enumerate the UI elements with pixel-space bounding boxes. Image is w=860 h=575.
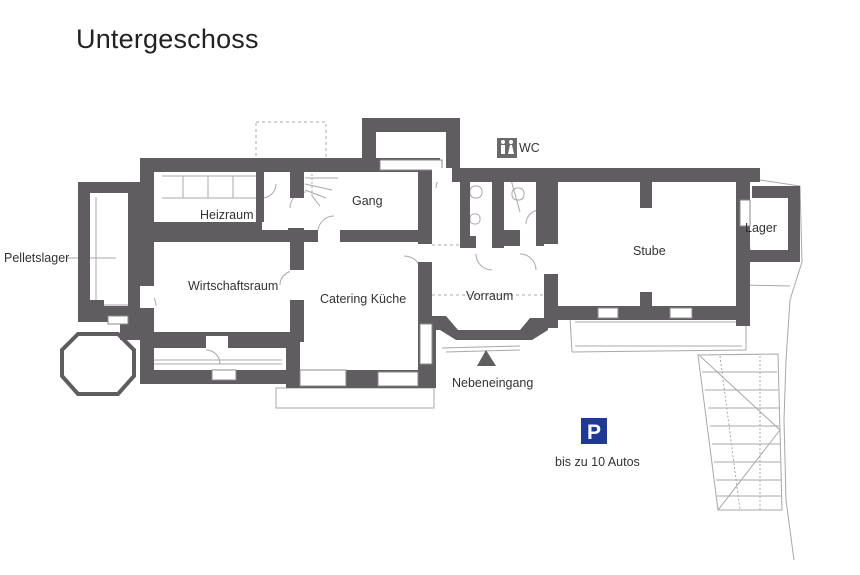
room-label-wirtschaftsraum: Wirtschaftsraum (188, 279, 278, 293)
restroom-icon (497, 138, 517, 158)
door-openings (140, 168, 652, 348)
page-title: Untergeschoss (76, 24, 259, 54)
room-label-pelletslager: Pelletslager (4, 251, 69, 265)
parking-symbol: P (587, 421, 601, 444)
room-label-vorraum: Vorraum (466, 289, 513, 303)
windows (107, 159, 751, 387)
entrance-arrow-icon (477, 350, 496, 366)
entrance-label: Nebeneingang (452, 376, 533, 390)
room-label-catering-kueche: Catering Küche (320, 292, 406, 306)
tower-room (60, 332, 136, 396)
room-label-stube: Stube (633, 244, 666, 258)
room-label-gang: Gang (352, 194, 383, 208)
parking-sign-icon: P (581, 418, 607, 444)
parking-caption: bis zu 10 Autos (555, 455, 640, 469)
room-label-heizraum: Heizraum (200, 208, 254, 222)
room-label-wc: WC (519, 141, 540, 155)
room-label-lager: Lager (745, 221, 777, 235)
